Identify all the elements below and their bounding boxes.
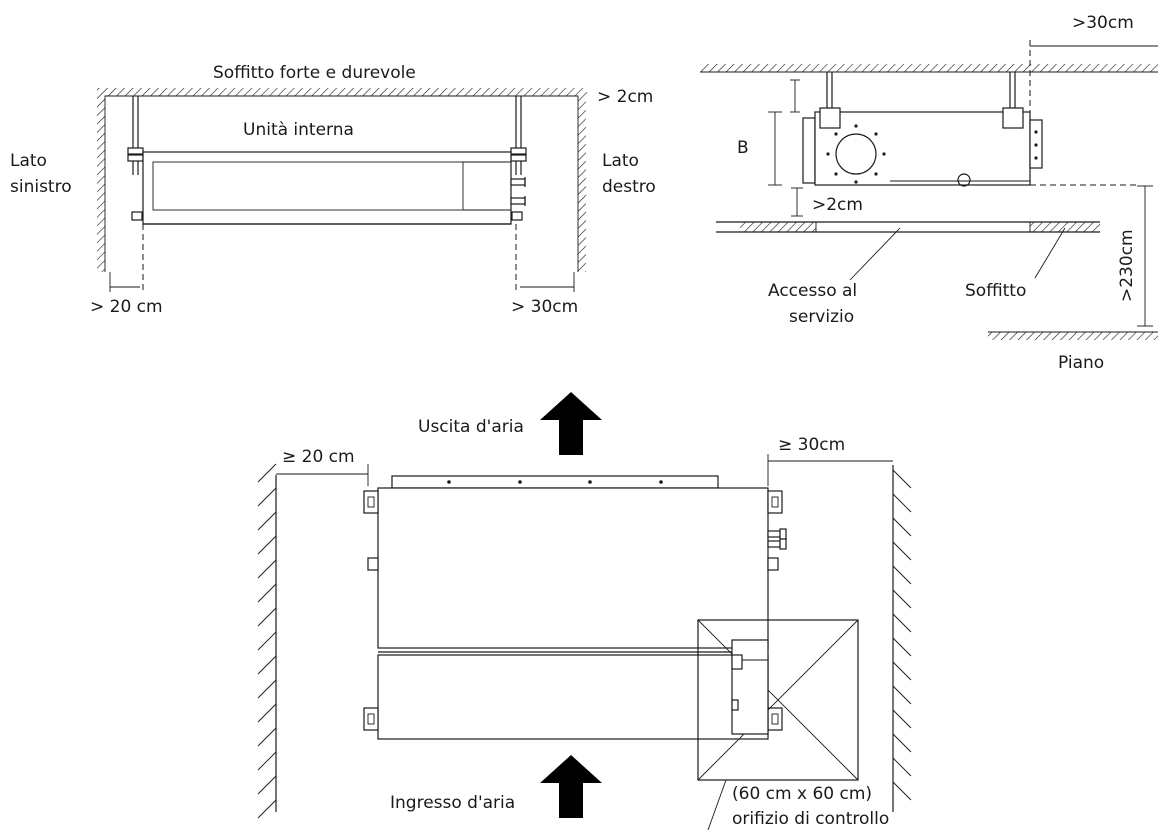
top-right-wall-hatch xyxy=(892,469,912,801)
side-indoor-unit xyxy=(814,111,1031,186)
top-left-clearance-label: ≥ 20 cm xyxy=(282,447,355,467)
front-indoor-unit-label: Unità interna xyxy=(243,120,354,140)
inspection-label-1: (60 cm x 60 cm) xyxy=(732,784,872,804)
right-side-label-2: destro xyxy=(602,177,656,197)
inspection-opening xyxy=(697,619,859,781)
side-bottom-gap-label: >2cm xyxy=(812,195,863,215)
front-ceiling-hatch xyxy=(97,88,587,96)
top-filter-section xyxy=(377,654,769,740)
service-access-label-1: Accesso al xyxy=(768,281,857,301)
front-left-clearance-label: > 20 cm xyxy=(90,297,163,317)
floor-label: Piano xyxy=(1058,353,1104,373)
false-ceiling-label: Soffitto xyxy=(965,281,1026,301)
duct-circle xyxy=(835,133,877,175)
left-side-label-1: Lato xyxy=(10,151,47,171)
air-outlet-arrow xyxy=(540,392,602,455)
top-indoor-unit xyxy=(377,487,769,649)
dimension-b-label: B xyxy=(737,138,749,158)
front-view: Soffitto forte e durevole Unità interna … xyxy=(10,63,656,317)
front-right-clearance-label: > 30cm xyxy=(511,297,578,317)
control-box xyxy=(731,639,769,735)
min-height-label: >230cm xyxy=(1117,229,1137,302)
side-right-clearance-label: >30cm xyxy=(1072,13,1134,33)
top-right-clearance-label: ≥ 30cm xyxy=(778,435,845,455)
air-outlet-label: Uscita d'aria xyxy=(418,417,524,437)
front-ceiling-label: Soffitto forte e durevole xyxy=(213,63,416,83)
side-view: >30cm B xyxy=(700,13,1158,373)
front-right-wall-hatch xyxy=(578,96,586,272)
front-left-wall-hatch xyxy=(97,96,105,272)
inspection-label-2: orifizio di controllo xyxy=(732,809,889,829)
air-inlet-arrow xyxy=(540,755,602,818)
left-side-label-2: sinistro xyxy=(10,177,72,197)
floor-hatch xyxy=(988,332,1158,340)
top-view: ≥ 20 cm ≥ 30cm xyxy=(257,392,912,831)
top-left-wall-hatch xyxy=(257,463,277,819)
air-outlet-flange xyxy=(391,475,719,489)
service-access-label-2: servizio xyxy=(789,307,854,327)
air-inlet-label: Ingresso d'aria xyxy=(390,793,515,813)
side-ceiling-hatch xyxy=(700,64,1158,72)
front-top-gap-label: > 2cm xyxy=(597,87,653,107)
front-indoor-unit xyxy=(142,151,512,225)
right-side-label-1: Lato xyxy=(602,151,639,171)
